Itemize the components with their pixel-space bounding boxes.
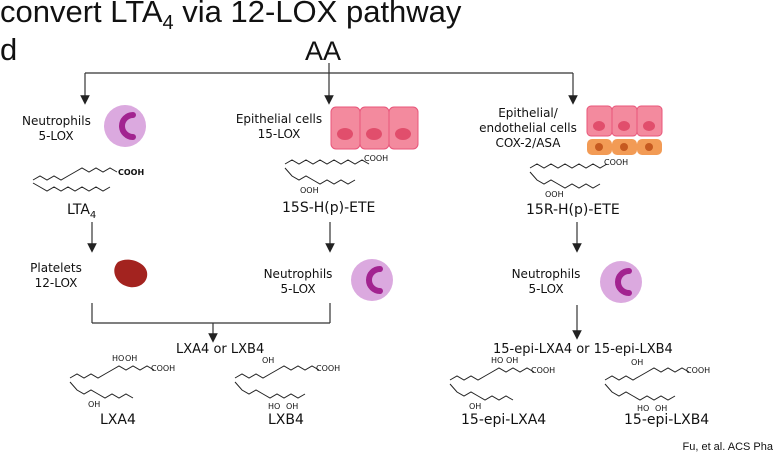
endothelial-cells: [586, 105, 663, 155]
aa-node: AA: [305, 36, 342, 66]
left-cell-label: Neutrophils 5-LOX: [22, 114, 91, 144]
neutrophil-cell-right: [600, 261, 642, 303]
middle-cell-label: Epithelial cells 15-LOX: [232, 112, 326, 142]
right-cell-label: Epithelial/ endothelial cells COX-2/ASA: [476, 106, 580, 151]
15-epi-lxa4-label: 15-epi-LXA4: [461, 412, 547, 428]
lta4-structure: [32, 167, 118, 181]
lta4-text: LTA: [67, 202, 90, 218]
epi-lxa4-ho-label: HO: [491, 356, 504, 365]
mid-neutrophils-enzyme: 5-LOX: [280, 282, 316, 296]
title-rest: via 12-LOX pathway: [173, 0, 462, 29]
right-neutrophils-label: Neutrophils 5-LOX: [510, 267, 582, 297]
lxa4-oh-label: OH: [125, 354, 138, 363]
epi-lxb4-oh-label: OH: [631, 358, 644, 367]
right-neutrophils-enzyme: 5-LOX: [528, 282, 564, 296]
lxa4-label: LXA4: [100, 412, 136, 428]
epithelial-cells: [330, 106, 419, 150]
lxa4-structure: [69, 365, 155, 379]
15r-hpete-structure: [529, 163, 608, 169]
epi-lx-output-label: 15-epi-LXA4 or 15-epi-LXB4: [493, 342, 673, 357]
neutrophil-cell-mid: [351, 259, 393, 301]
15r-cooh-label: COOH: [604, 158, 629, 167]
epi-lxa4-oh-bottom-label: OH: [469, 402, 482, 411]
neutrophil-cell-top: [104, 105, 146, 147]
epi-lxa4-cooh-label: COOH: [531, 366, 556, 375]
right-cell-name: Epithelial/: [498, 106, 558, 120]
right-cell-name-2: endothelial cells: [479, 121, 577, 135]
lxb4-oh-label: OH: [262, 356, 275, 365]
15r-ooh-label: OOH: [545, 190, 564, 199]
right-neutrophils-name: Neutrophils: [511, 267, 581, 281]
lxa4-ho-label: HO: [112, 354, 125, 363]
platelets-label: Platelets 12-LOX: [26, 261, 86, 291]
15-epi-lxb4-structure: [604, 367, 690, 381]
mid-neutrophils-name: Neutrophils: [263, 267, 333, 281]
15s-ooh-label: OOH: [300, 186, 319, 195]
epi-lxb4-cooh-label: COOH: [686, 366, 711, 375]
middle-cell-enzyme: 15-LOX: [257, 127, 301, 141]
lxa4-cooh-label: COOH: [151, 364, 176, 373]
lxb4-label: LXB4: [268, 412, 304, 428]
15s-hpete-structure: [284, 159, 370, 165]
platelet-cell: [114, 259, 148, 288]
lxb4-cooh-label: COOH: [316, 364, 341, 373]
15s-hpete-label: 15S-H(p)-ETE: [282, 200, 376, 216]
15s-cooh-label: COOH: [364, 154, 389, 163]
middle-cell-name: Epithelial cells: [235, 112, 323, 126]
citation: Fu, et al. ACS Pha: [682, 441, 773, 453]
right-cell-enzyme: COX-2/ASA: [495, 136, 561, 150]
title-sub: 4: [162, 12, 174, 35]
epi-lxa4-oh-label: OH: [506, 356, 519, 365]
slide-title-line2: d: [0, 32, 18, 67]
lta4-cooh-label: COOH: [118, 168, 145, 177]
left-cell-enzyme: 5-LOX: [38, 129, 74, 143]
15r-hpete-label: 15R-H(p)-ETE: [526, 202, 620, 218]
platelets-enzyme: 12-LOX: [34, 276, 78, 290]
lta4-label: LTA4: [67, 202, 96, 221]
slide-title: convert LTA4 via 12-LOX pathway: [0, 0, 461, 41]
epi-lxb4-ho-label: HO: [637, 404, 650, 413]
left-cell-name: Neutrophils: [22, 114, 91, 128]
lta4-sub: 4: [89, 209, 97, 221]
lxb4-oh-bottom-label: OH: [286, 402, 299, 411]
15-epi-lxa4-structure: [449, 367, 535, 381]
title-text: convert LTA: [0, 0, 163, 29]
lxb4-structure: [234, 365, 320, 379]
lx-output-label: LXA4 or LXB4: [176, 342, 265, 357]
lxb4-ho-label: HO: [268, 402, 281, 411]
lxa4-oh-bottom-label: OH: [88, 400, 101, 409]
epi-lxb4-oh-bottom-label: OH: [655, 404, 668, 413]
platelets-name: Platelets: [30, 261, 82, 275]
15-epi-lxb4-label: 15-epi-LXB4: [624, 412, 710, 428]
mid-neutrophils-label: Neutrophils 5-LOX: [262, 267, 334, 297]
